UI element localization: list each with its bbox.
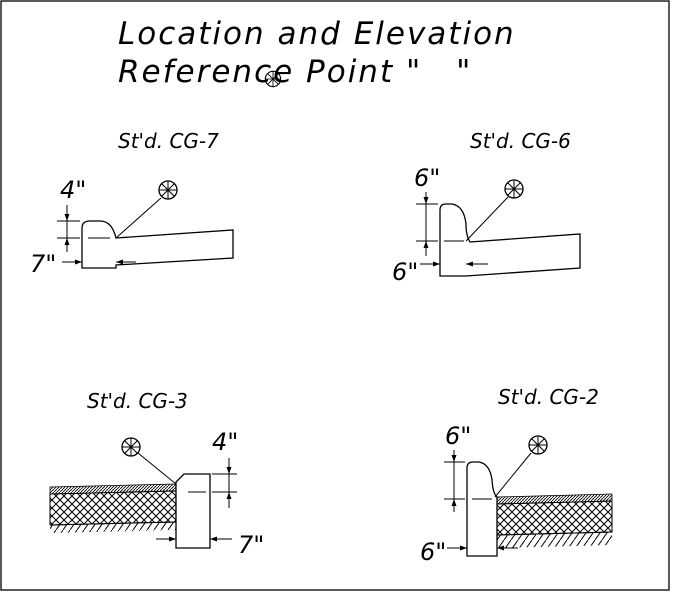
title-line-1: Location and Elevation	[118, 16, 516, 52]
subgrade-line	[49, 521, 177, 526]
curb-outline	[466, 461, 498, 557]
leader-line	[115, 197, 162, 239]
dim-label-top: 6"	[414, 164, 440, 192]
dim-label-side: 6"	[420, 538, 446, 566]
dim-arrow	[210, 536, 217, 542]
dim-arrow	[423, 197, 429, 204]
detail-label: St'd. CG-6	[470, 129, 571, 153]
detail-cg-2: St'd. CG-2 6" 6"	[420, 385, 613, 566]
curb-outline	[81, 220, 234, 269]
dim-arrow	[423, 241, 429, 248]
dim-label-top: 4"	[60, 176, 86, 204]
reference-point-icon	[528, 435, 548, 455]
base-course	[496, 500, 613, 536]
dim-arrow	[433, 261, 440, 267]
dim-arrow	[451, 499, 457, 506]
dim-extension-lines	[212, 458, 237, 508]
detail-cg-6: St'd. CG-6 6" 6"	[392, 129, 581, 286]
dim-arrow	[75, 259, 82, 265]
dim-arrow	[451, 455, 457, 462]
dim-arrow	[466, 261, 473, 267]
reference-point-icon	[121, 437, 141, 457]
leader-line	[465, 196, 509, 242]
detail-label: St'd. CG-3	[87, 389, 188, 413]
earth-hatch	[497, 532, 612, 548]
dim-label-top: 4"	[212, 428, 238, 456]
reference-point-icon	[264, 70, 282, 88]
curb-outline	[439, 203, 581, 277]
subgrade-line	[496, 531, 613, 536]
detail-label: St'd. CG-7	[118, 129, 219, 153]
detail-cg-3: St'd. CG-3 4" 7"	[49, 389, 264, 559]
leader-line	[494, 452, 532, 498]
curb-outline	[175, 473, 211, 549]
detail-label: St'd. CG-2	[498, 385, 599, 409]
dim-label-side: 7"	[238, 531, 264, 559]
dim-label-top: 6"	[445, 422, 471, 450]
title-line-2-end: "	[456, 54, 472, 90]
detail-cg-7: St'd. CG-7 4" 7"	[30, 129, 234, 278]
title-symbol-gap	[444, 54, 456, 90]
leader-line	[137, 452, 177, 485]
dim-arrow	[64, 214, 70, 221]
dim-arrow	[116, 259, 123, 265]
dim-arrow	[226, 467, 232, 474]
dim-label-side: 6"	[392, 258, 418, 286]
dim-arrow	[64, 238, 70, 245]
base-course	[49, 490, 177, 526]
reference-point-icon	[158, 180, 178, 200]
dim-label-side: 7"	[30, 250, 56, 278]
dim-arrow	[226, 492, 232, 499]
reference-point-icon	[504, 179, 524, 199]
dim-arrow	[169, 536, 176, 542]
title-line-2: Reference Point " "	[118, 54, 472, 90]
dim-arrow	[460, 545, 467, 551]
